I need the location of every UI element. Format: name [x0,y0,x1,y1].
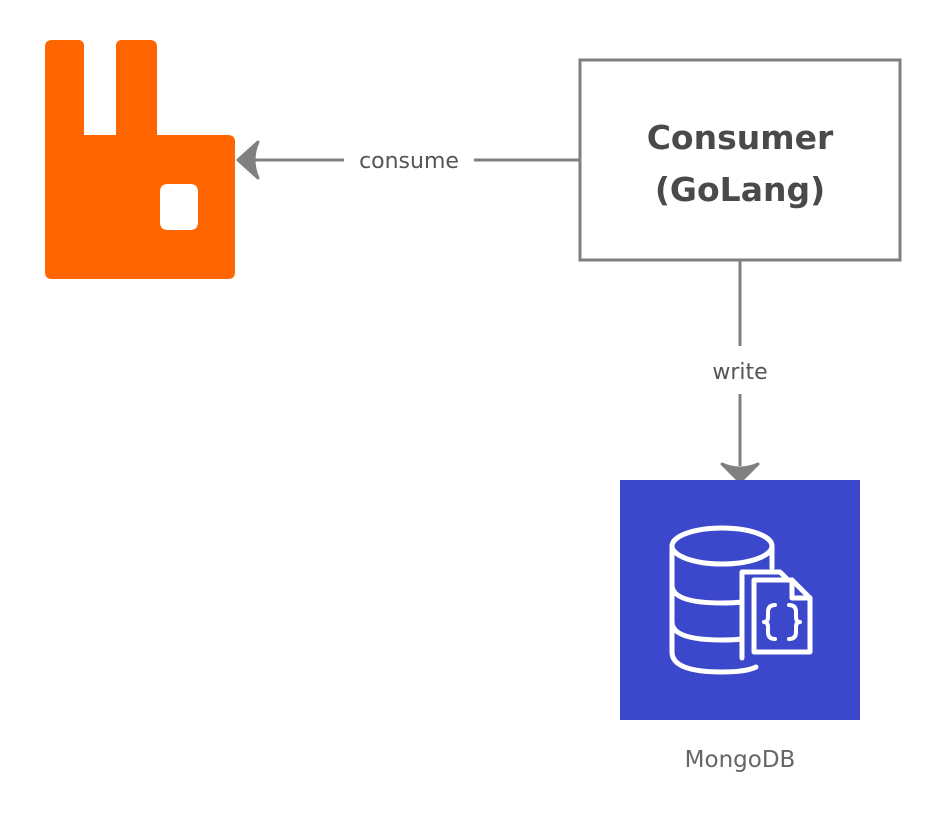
consume-label: consume [359,149,459,174]
consumer-subtitle: (GoLang) [655,170,825,209]
consume-label-bg [344,144,474,176]
rabbitmq-logo-shape [45,40,235,279]
consumer-node[interactable]: Consumer (GoLang) [578,58,902,262]
database-json-icon [669,525,813,675]
mongodb-node[interactable]: MongoDB [620,480,860,773]
write-arrowhead-icon [720,462,760,484]
write-edge: write [700,260,780,484]
consumer-box [578,58,902,262]
mongodb-caption: MongoDB [685,747,796,773]
consumer-title: Consumer [647,118,834,157]
write-label: write [712,360,767,385]
write-label-bg [700,346,780,394]
rabbitmq-logo-icon [45,40,235,279]
consume-edge: consume [236,140,580,180]
consume-arrowhead-icon [236,140,260,180]
